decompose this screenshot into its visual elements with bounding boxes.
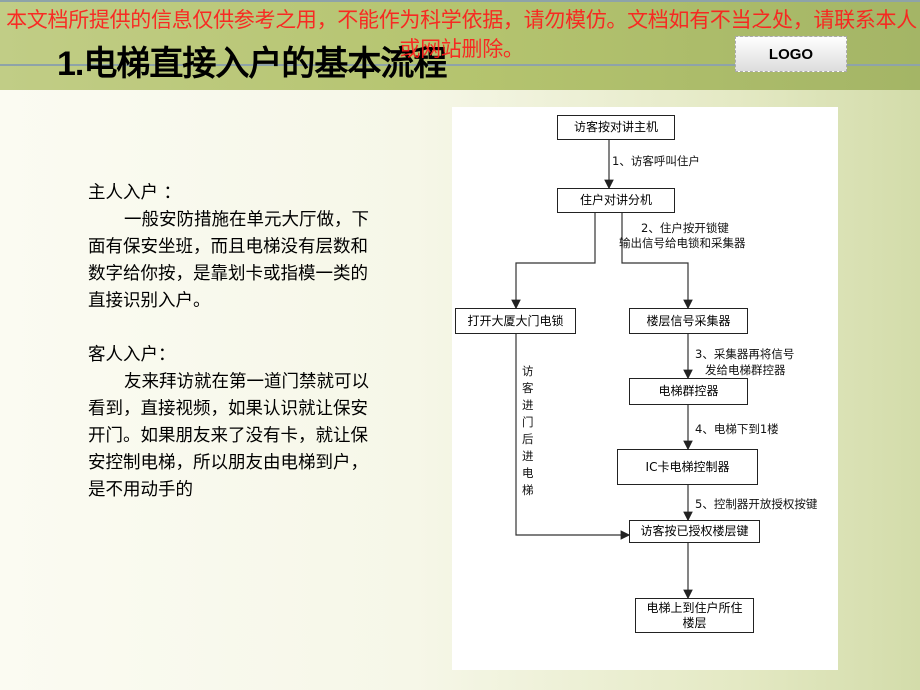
flow-box: 楼层信号采集器 xyxy=(629,308,748,334)
step-label: 4、电梯下到1楼 xyxy=(695,422,779,436)
step-label: 2、住户按开锁键 xyxy=(641,221,729,235)
description-text: 主人入户 ： 一般安防措施在单元大厅做，下面有保安坐班，而且电梯没有层数和数字给… xyxy=(88,180,373,504)
flow-box: 访客按对讲主机 xyxy=(557,115,675,140)
flowchart: 访客按对讲主机 住户对讲分机 打开大厦大门电锁 楼层信号采集器 电梯群控器 IC… xyxy=(452,107,838,670)
arrow xyxy=(621,213,693,310)
side-label: 访客进门后进电梯 xyxy=(522,364,534,497)
arrow xyxy=(515,334,631,540)
step-label: 5、控制器开放授权按键 xyxy=(695,497,818,511)
step-label: 发给电梯群控器 xyxy=(705,363,786,377)
arrow xyxy=(511,213,596,310)
flow-box: 打开大厦大门电锁 xyxy=(455,308,576,334)
flow-box: IC卡电梯控制器 xyxy=(617,449,758,485)
guest-heading: 客人入户： xyxy=(88,345,176,365)
divider xyxy=(0,64,920,66)
flow-box: 电梯群控器 xyxy=(629,378,748,405)
owner-heading: 主人入户 ： xyxy=(88,183,182,203)
owner-body: 一般安防措施在单元大厅做，下面有保安坐班，而且电梯没有层数和数字给你按，是靠划卡… xyxy=(88,210,369,311)
guest-body: 友来拜访就在第一道门禁就可以看到，直接视频，如果认识就让保安开门。如果朋友来了没… xyxy=(88,372,369,500)
flow-box: 电梯上到住户所住楼层 xyxy=(635,598,754,633)
watermark-notice: 本文档所提供的信息仅供参考之用，不能作为科学依据，请勿模仿。文档如有不当之处，请… xyxy=(6,8,917,61)
flow-box: 住户对讲分机 xyxy=(557,188,675,213)
step-label: 3、采集器再将信号 xyxy=(695,347,795,361)
slide-title: 1.电梯直接入户的基本流程 xyxy=(57,45,447,83)
step-label: 1、访客呼叫住户 xyxy=(612,154,700,168)
logo: LOGO xyxy=(735,36,847,72)
divider xyxy=(0,0,920,2)
flow-box: 访客按已授权楼层键 xyxy=(629,520,760,543)
flowchart-connectors xyxy=(511,139,693,600)
step-label: 输出信号给电锁和采集器 xyxy=(619,236,746,250)
